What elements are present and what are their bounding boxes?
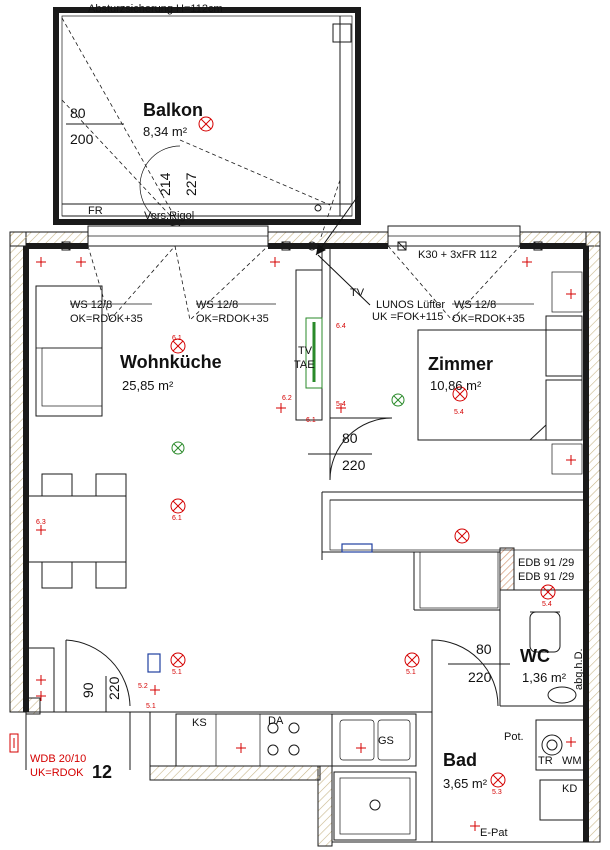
ks-label: KS — [192, 717, 207, 729]
top-right-label: K30 + 3xFR 112 — [418, 249, 497, 261]
label-5-4c: 5.4 — [542, 601, 552, 608]
kitchen-counter — [150, 713, 417, 767]
pot-label: Pot. — [504, 731, 524, 743]
window-markers — [61, 241, 543, 251]
window-left-a-ws: WS 12/8 — [70, 299, 112, 311]
window-left-b-ws: WS 12/8 — [196, 299, 238, 311]
room-area-zimmer: 10,86 m² — [430, 378, 482, 393]
vers-rigol-label: Vers.Rigol — [144, 210, 194, 222]
top-label: Absturzsicherung H=112cm — [88, 3, 223, 15]
kd-label: KD — [562, 783, 577, 795]
label-6-1b: 6.1 — [172, 515, 182, 522]
room-name-zimmer: Zimmer — [428, 354, 493, 374]
fr-label: FR — [88, 205, 103, 217]
door-entry-width: 90 — [80, 682, 96, 698]
door-swings — [65, 145, 499, 712]
tv2-label: TV — [350, 287, 365, 299]
tv-unit — [295, 269, 323, 421]
wm-label: WM — [562, 755, 582, 767]
label-6-4: 6.4 — [336, 323, 346, 330]
label-5-1c: 5.1 — [146, 703, 156, 710]
wdb-label-1: WDB 20/10 — [30, 753, 86, 765]
room-area-wc: 1,36 m² — [522, 670, 567, 685]
window-left-a-ok: OK=RDOK+35 — [70, 313, 143, 325]
label-6-1c: 6.1 — [306, 417, 316, 424]
dining-table — [25, 473, 127, 589]
label-5-2: 5.2 — [138, 683, 148, 690]
tr-label: TR — [538, 755, 553, 767]
room-area-bad: 3,65 m² — [443, 776, 488, 791]
door-balkon-height: 200 — [70, 131, 94, 147]
room-name-balkon: Balkon — [143, 100, 203, 120]
label-6-1a: 6.1 — [172, 335, 182, 342]
edb-label-1: EDB 91 /29 — [518, 557, 574, 569]
window-swings — [70, 245, 534, 321]
door-wc-height: 220 — [468, 669, 492, 685]
vent-arrow — [307, 195, 371, 306]
dim-214: 214 — [157, 172, 173, 196]
lunos-uk-label: UK =FOK+115 — [372, 311, 443, 323]
entry-markers — [9, 543, 373, 753]
balcony-door-swings — [61, 17, 341, 241]
wardrobe — [329, 499, 585, 609]
label-5-4a: 5.4 — [336, 401, 346, 408]
gs-label: GS — [378, 735, 394, 747]
da-label: DA — [268, 715, 284, 727]
sofa — [35, 285, 103, 417]
dim-227: 227 — [183, 172, 199, 196]
wdb-label-2: UK=RDOK — [30, 767, 84, 779]
door-wohn-height: 220 — [342, 457, 366, 473]
door-balkon-width: 80 — [70, 105, 86, 121]
bad-fixtures — [535, 686, 585, 821]
balcony-frame — [53, 7, 361, 225]
door-entry-height: 220 — [106, 676, 122, 700]
room-name-wohnkueche: Wohnküche — [120, 352, 222, 372]
label-5-1a: 5.1 — [172, 669, 182, 676]
label-6-3: 6.3 — [36, 519, 46, 526]
window-zimmer-ws: WS 12/8 — [454, 299, 496, 311]
electrical-symbols — [170, 116, 556, 788]
unit-number: 12 — [92, 762, 112, 782]
room-name-bad: Bad — [443, 750, 477, 770]
edb-label-2: EDB 91 /29 — [518, 571, 574, 583]
room-name-wc: WC — [520, 646, 550, 666]
window-left-b-ok: OK=RDOK+35 — [196, 313, 269, 325]
wc-fixture — [529, 611, 561, 653]
label-5-4b: 5.4 — [454, 409, 464, 416]
label-5-3: 5.3 — [492, 789, 502, 796]
tv-label: TV — [298, 345, 313, 357]
dimension-lines — [66, 123, 510, 712]
door-wohn-width: 80 — [342, 430, 358, 446]
room-area-wohnkueche: 25,85 m² — [122, 378, 174, 393]
bed — [417, 271, 583, 475]
abg-label: abg.h.D. — [573, 648, 585, 690]
e-pat-label: E-Pat — [480, 827, 508, 839]
door-wc-width: 80 — [476, 641, 492, 657]
label-5-1b: 5.1 — [406, 669, 416, 676]
outlet-marks — [36, 257, 576, 831]
window-zimmer-ok: OK=RDOK+35 — [452, 313, 525, 325]
room-area-balkon: 8,34 m² — [143, 124, 188, 139]
lunos-label: LUNOS Lüfter — [376, 299, 445, 311]
tae-label: TAE — [294, 359, 315, 371]
label-6-2: 6.2 — [282, 395, 292, 402]
shower-tray — [333, 771, 417, 841]
